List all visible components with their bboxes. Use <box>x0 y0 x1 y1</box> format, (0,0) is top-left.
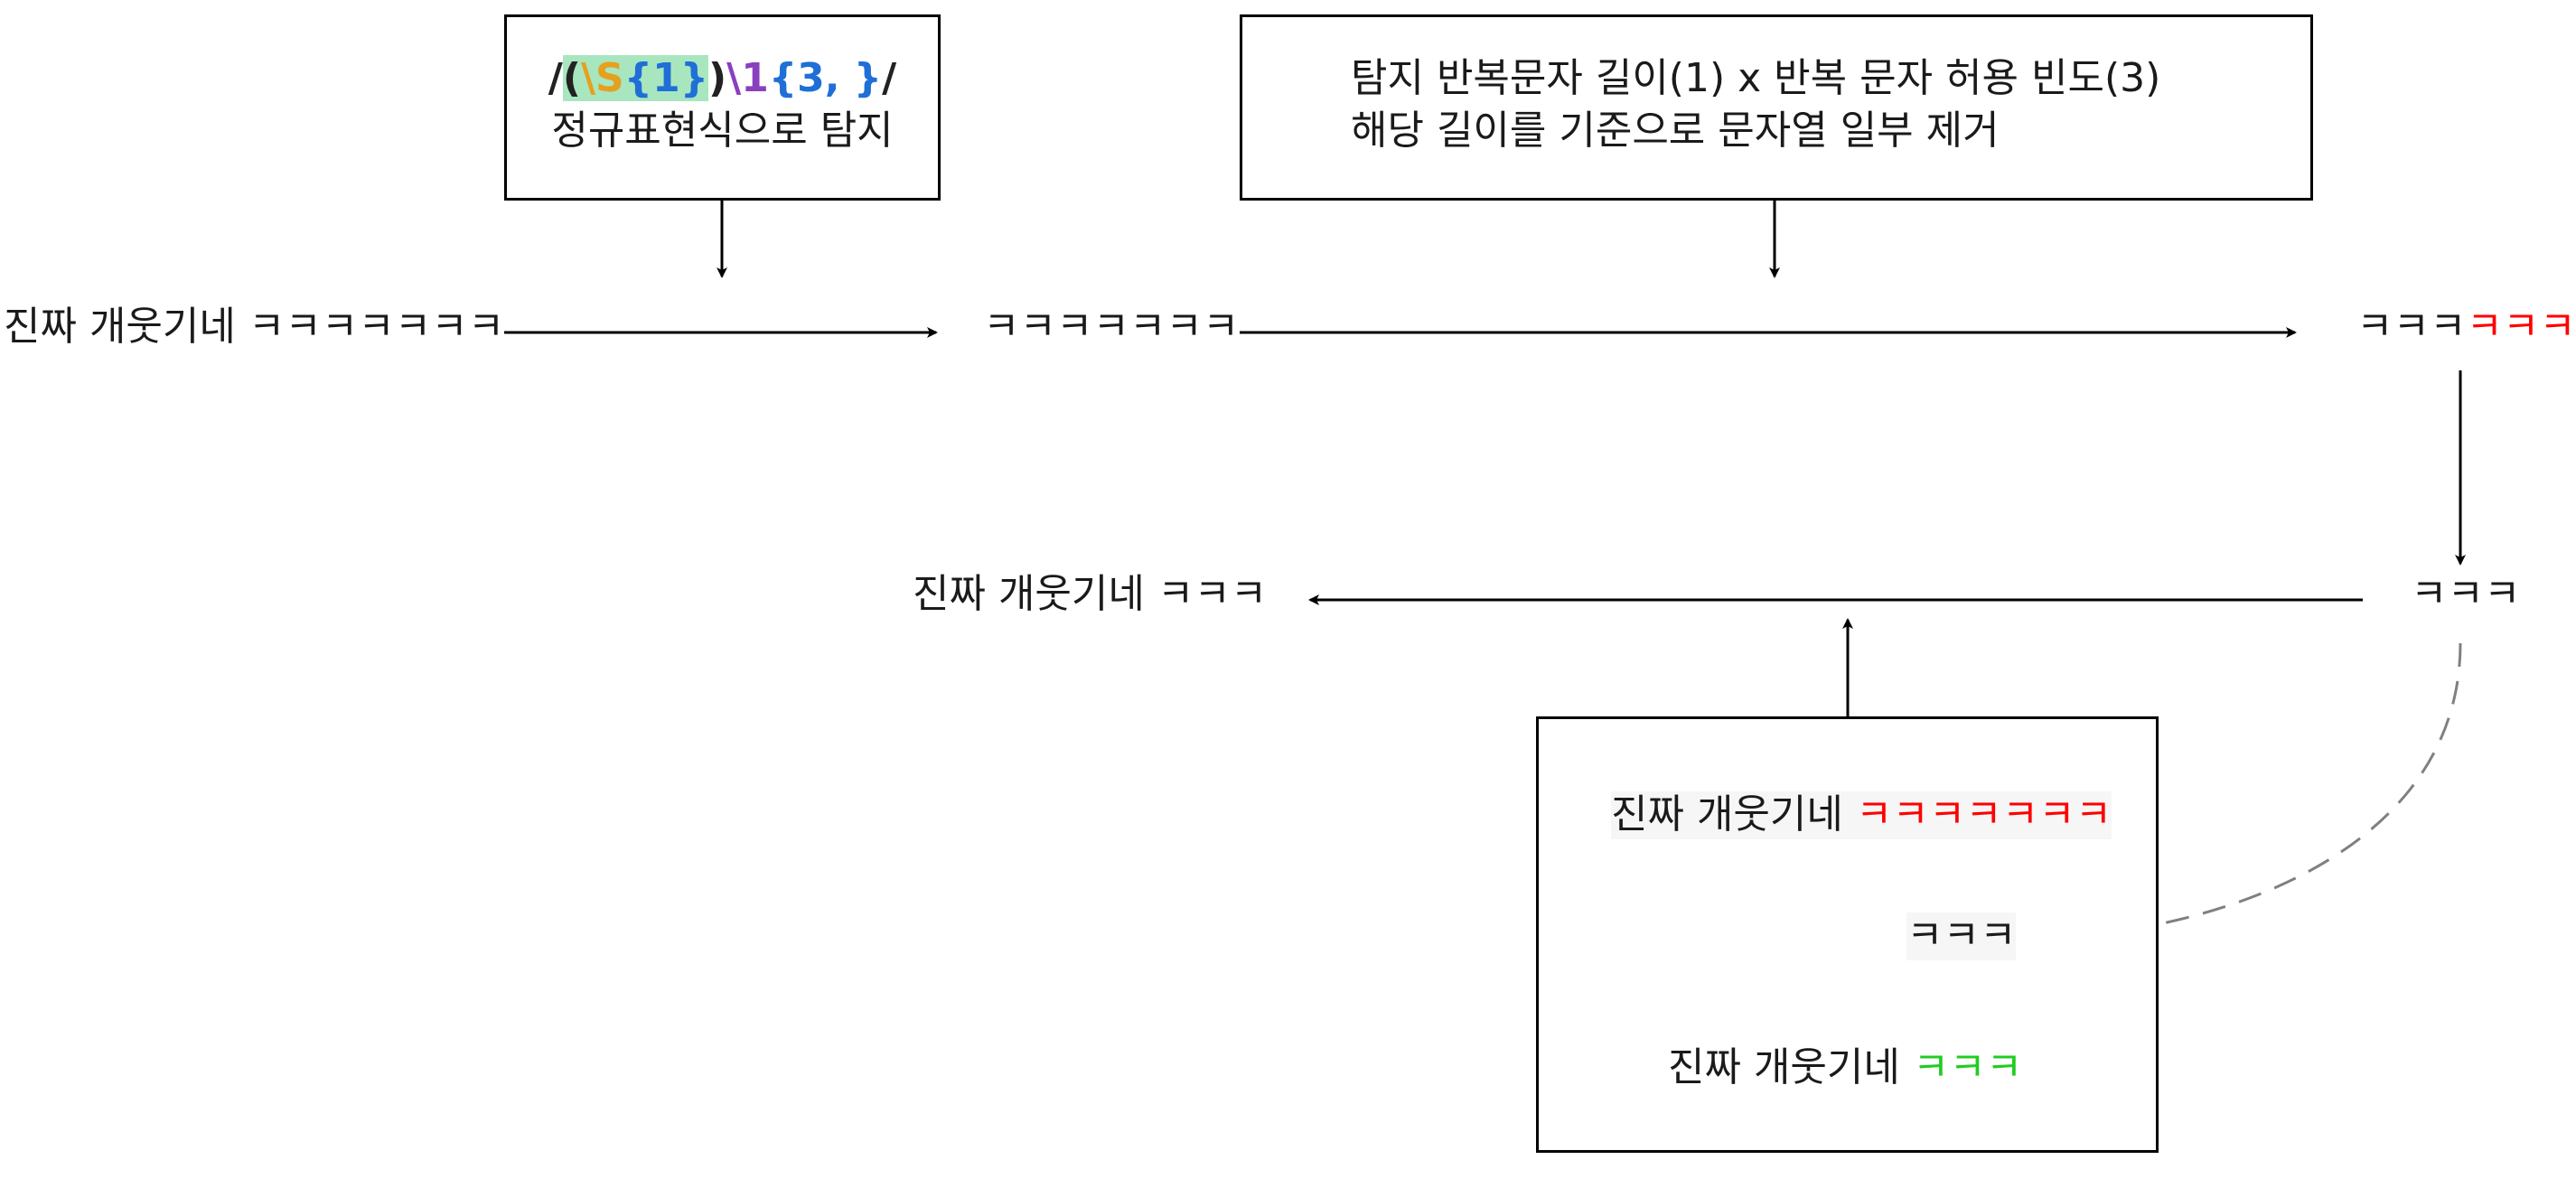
regex-class: \S <box>580 55 624 101</box>
rule-line-1: 탐지 반복문자 길이(1) x 반복 문자 허용 빈도(3) <box>1351 55 2161 101</box>
output-text: 진짜 개웃기네 ㅋㅋㅋ <box>913 571 1268 617</box>
regex-pattern: /(\S{1})\1{3, }/ <box>507 55 938 103</box>
trimmed-removed: ㅋㅋㅋㅋ <box>2466 304 2576 350</box>
detail-after-repeat: ㅋㅋㅋ <box>1912 1044 2023 1090</box>
detail-after-prefix: 진짜 개웃기네 <box>1668 1044 1913 1090</box>
regex-slash-open: / <box>548 55 563 101</box>
regex-highlight: (\S{1} <box>562 55 709 101</box>
regex-quant1: {1} <box>623 55 709 101</box>
kept-repeat: ㅋㅋㅋ <box>2411 571 2521 617</box>
detail-before-repeat: ㅋㅋㅋㅋㅋㅋㅋ <box>1855 791 2112 837</box>
regex-paren-open: ( <box>562 55 581 101</box>
detail-before: 진짜 개웃기네 ㅋㅋㅋㅋㅋㅋㅋ <box>1611 791 2112 839</box>
rule-line-2: 해당 길이를 기준으로 문자열 일부 제거 <box>1351 108 2000 154</box>
trimmed-keep: ㅋㅋㅋ <box>2356 304 2467 350</box>
regex-paren-close: ) <box>708 55 727 101</box>
regex-quant2: {3, } <box>768 55 883 101</box>
trimmed-repeat: ㅋㅋㅋㅋㅋㅋㅋ <box>2356 304 2576 351</box>
detail-replacement: ㅋㅋㅋ <box>1906 912 2017 960</box>
detected-repeat: ㅋㅋㅋㅋㅋㅋㅋ <box>983 304 1240 350</box>
regex-backref: \1 <box>726 55 769 101</box>
regex-slash-close: / <box>882 55 897 101</box>
input-text: 진짜 개웃기네 ㅋㅋㅋㅋㅋㅋㅋ <box>4 304 505 350</box>
detail-box: 진짜 개웃기네 ㅋㅋㅋㅋㅋㅋㅋ ㅋㅋㅋ 진짜 개웃기네 ㅋㅋㅋ <box>1536 716 2159 1153</box>
regex-caption: 정규표현식으로 탐지 <box>551 108 894 154</box>
detail-before-prefix: 진짜 개웃기네 <box>1611 791 1856 837</box>
regex-box: /(\S{1})\1{3, }/ 정규표현식으로 탐지 <box>504 14 941 201</box>
detail-after: 진짜 개웃기네 ㅋㅋㅋ <box>1668 1044 2022 1092</box>
rule-box: 탐지 반복문자 길이(1) x 반복 문자 허용 빈도(3) 해당 길이를 기준… <box>1240 14 2313 201</box>
